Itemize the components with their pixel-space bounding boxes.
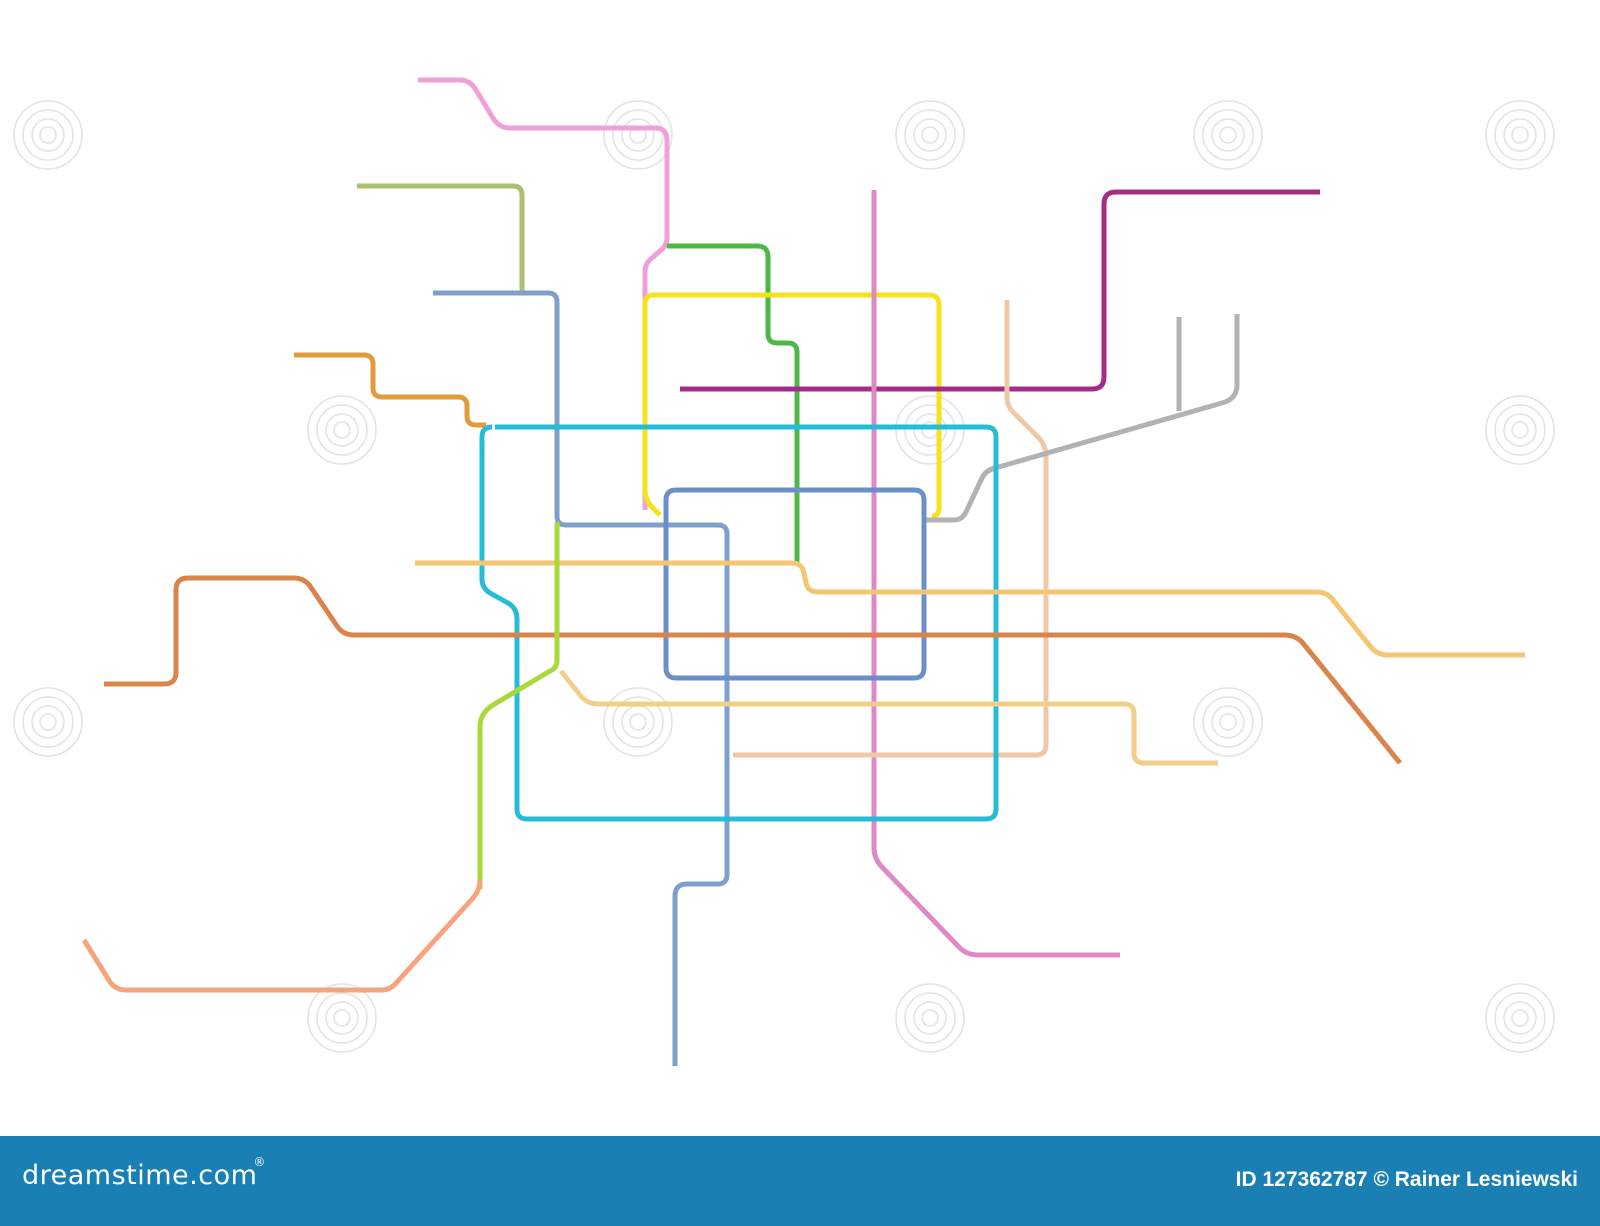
- watermark-spiral-icon: [1193, 100, 1263, 170]
- watermark-ring: [333, 421, 351, 439]
- watermark-ring: [31, 118, 65, 152]
- watermark-ring: [1511, 126, 1529, 144]
- watermark-ring: [1202, 109, 1254, 161]
- metro-line-cyan-loop: [479, 424, 999, 822]
- watermark-ring: [1219, 126, 1237, 144]
- watermark-spiral-icon: [1485, 983, 1555, 1053]
- footer-credit: ID 127362787 © Rainer Lesniewski: [1235, 1168, 1578, 1191]
- watermark-ring: [1494, 109, 1546, 161]
- watermark-ring: [603, 687, 673, 757]
- watermark-spiral-icon: [895, 983, 965, 1053]
- watermark-ring: [1511, 1009, 1529, 1027]
- metro-line-yellow-loop: [642, 292, 942, 519]
- watermark-ring: [904, 109, 956, 161]
- footer-logo: dreamstime.com®: [22, 1155, 266, 1191]
- metro-line-blue-inner-loop: [663, 487, 927, 681]
- metro-lines: [81, 77, 1525, 1066]
- watermark-ring: [603, 100, 673, 170]
- metro-line-pink-north-south: [871, 190, 1120, 958]
- watermark-ring: [895, 983, 965, 1053]
- watermark-ring: [1494, 404, 1546, 456]
- watermark-ring: [612, 109, 664, 161]
- watermark-ring: [1193, 100, 1263, 170]
- watermark-spiral-icon: [13, 687, 83, 757]
- watermark-ring: [22, 109, 74, 161]
- watermark-ring: [39, 713, 57, 731]
- watermark-ring: [913, 118, 947, 152]
- watermark-ring: [1219, 713, 1237, 731]
- watermark-ring: [1193, 687, 1263, 757]
- watermark-spiral-icon: [13, 100, 83, 170]
- watermark-ring: [921, 1009, 939, 1027]
- watermark-spiral-icon: [895, 100, 965, 170]
- registered-mark: ®: [253, 1155, 266, 1169]
- watermark-ring: [13, 687, 83, 757]
- watermark-ring: [921, 421, 939, 439]
- watermark-ring: [1485, 395, 1555, 465]
- metro-line-magenta-east: [680, 189, 1320, 392]
- watermark-ring: [13, 100, 83, 170]
- watermark-spiral-icon: [1193, 687, 1263, 757]
- watermark-ring: [307, 395, 377, 465]
- watermark-ring: [621, 705, 655, 739]
- watermark-ring: [921, 126, 939, 144]
- watermark-layer: [13, 100, 1555, 1053]
- watermark-ring: [316, 404, 368, 456]
- watermark-spiral-icon: [895, 395, 965, 465]
- metro-line-green-north: [667, 243, 800, 563]
- watermark-ring: [1211, 705, 1245, 739]
- metro-line-brown-orange-east-west: [104, 575, 1402, 765]
- watermark-ring: [1503, 118, 1537, 152]
- logo-text: dreamstime.com: [22, 1160, 258, 1191]
- watermark-ring: [1503, 1001, 1537, 1035]
- watermark-ring: [39, 126, 57, 144]
- watermark-ring: [307, 983, 377, 1053]
- watermark-spiral-icon: [307, 983, 377, 1053]
- watermark-ring: [31, 705, 65, 739]
- watermark-ring: [1511, 421, 1529, 439]
- footer-bar: dreamstime.com® ID 127362787 © Rainer Le…: [0, 1136, 1600, 1226]
- watermark-spiral-icon: [603, 687, 673, 757]
- watermark-ring: [1485, 983, 1555, 1053]
- watermark-ring: [913, 413, 947, 447]
- watermark-spiral-icon: [307, 395, 377, 465]
- metro-line-blue-north-south: [433, 290, 730, 1066]
- watermark-ring: [621, 118, 655, 152]
- watermark-ring: [1494, 992, 1546, 1044]
- watermark-ring: [612, 696, 664, 748]
- metro-line-sand-east-west: [415, 560, 1525, 658]
- watermark-ring: [1211, 118, 1245, 152]
- watermark-ring: [1485, 100, 1555, 170]
- watermark-spiral-icon: [1485, 100, 1555, 170]
- watermark-ring: [904, 992, 956, 1044]
- metro-line-lime-southwest: [477, 522, 560, 889]
- watermark-ring: [904, 404, 956, 456]
- watermark-ring: [913, 1001, 947, 1035]
- metro-line-orange-west: [294, 352, 486, 428]
- watermark-ring: [895, 395, 965, 465]
- watermark-spiral-icon: [1485, 395, 1555, 465]
- watermark-ring: [316, 992, 368, 1044]
- watermark-ring: [1202, 696, 1254, 748]
- watermark-ring: [22, 696, 74, 748]
- metro-line-olive-northwest: [357, 183, 525, 292]
- watermark-ring: [325, 413, 359, 447]
- watermark-ring: [629, 713, 647, 731]
- metro-line-pink-north: [418, 77, 670, 510]
- metro-map: [13, 77, 1555, 1066]
- watermark-ring: [895, 100, 965, 170]
- watermark-ring: [333, 1009, 351, 1027]
- watermark-ring: [325, 1001, 359, 1035]
- metro-line-sand-south: [559, 669, 1218, 766]
- metro-line-peach-east: [733, 300, 1049, 758]
- metro-line-gray-northeast: [926, 314, 1240, 523]
- watermark-ring: [1503, 413, 1537, 447]
- metro-line-salmon-southwest: [81, 879, 483, 993]
- watermark-spiral-icon: [603, 100, 673, 170]
